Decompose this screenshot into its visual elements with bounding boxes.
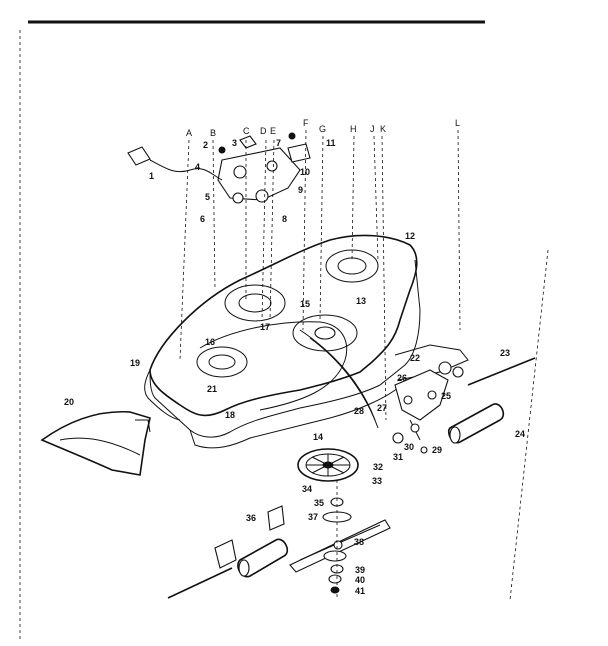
column-letter: K	[380, 124, 386, 134]
right-lift-bracket	[392, 361, 464, 454]
column-letter: D	[260, 126, 267, 136]
column-letter: G	[319, 124, 326, 134]
callout-2: 2	[203, 140, 208, 150]
column-letter: F	[303, 118, 309, 128]
callout-10: 10	[300, 167, 310, 177]
callout-29: 29	[432, 445, 442, 455]
column-letter: C	[243, 126, 250, 136]
column-letter: B	[210, 128, 216, 138]
callout-5: 5	[205, 192, 210, 202]
callout-32: 32	[373, 462, 383, 472]
callout-15: 15	[300, 299, 310, 309]
callout-28: 28	[354, 406, 364, 416]
column-letter: J	[370, 124, 375, 134]
bracket-36	[267, 505, 285, 531]
callout-7: 7	[276, 138, 281, 148]
callout-3: 3	[232, 138, 237, 148]
callout-30: 30	[404, 442, 414, 452]
callout-40: 40	[355, 575, 365, 585]
column-letter: E	[270, 126, 276, 136]
callout-21: 21	[207, 384, 217, 394]
callout-41: 41	[355, 586, 365, 596]
callout-24: 24	[515, 429, 525, 439]
column-letter: L	[455, 118, 460, 128]
idler-bracket-assembly	[217, 132, 311, 204]
callout-12: 12	[405, 231, 415, 241]
callout-39: 39	[355, 565, 365, 575]
cable-connector	[127, 146, 223, 181]
callout-20: 20	[64, 397, 74, 407]
right-shaft-roller	[447, 357, 536, 444]
callout-19: 19	[130, 358, 140, 368]
callout-25: 25	[441, 391, 451, 401]
deck-housing	[144, 234, 469, 449]
callout-17: 17	[260, 322, 270, 332]
column-letter: A	[186, 128, 192, 138]
column-leaders	[179, 129, 549, 601]
callout-31: 31	[393, 452, 403, 462]
callout-16: 16	[205, 337, 215, 347]
callout-9: 9	[298, 185, 303, 195]
callout-36: 36	[246, 513, 256, 523]
callout-1: 1	[149, 171, 154, 181]
callout-8: 8	[282, 214, 287, 224]
mower-blade	[289, 519, 391, 573]
column-letter-labels: A B C D E F G H J K L	[186, 118, 460, 138]
callout-23: 23	[500, 348, 510, 358]
callout-labels: 1 2 3 4 5 6 7 8 9 10 11 12 13 14 15 16 1…	[64, 138, 525, 596]
column-letter: H	[350, 124, 357, 134]
callout-13: 13	[356, 296, 366, 306]
callout-35: 35	[314, 498, 324, 508]
pulley	[297, 448, 359, 482]
callout-33: 33	[372, 476, 382, 486]
callout-38: 38	[354, 537, 364, 547]
callout-26: 26	[397, 373, 407, 383]
callout-27: 27	[377, 403, 387, 413]
deflector-shield	[40, 410, 151, 476]
callout-11: 11	[326, 138, 336, 148]
callout-6: 6	[200, 214, 205, 224]
callout-4: 4	[195, 162, 200, 172]
callout-37: 37	[308, 512, 318, 522]
callout-34: 34	[302, 484, 312, 494]
spindle-stack	[322, 480, 352, 600]
callout-14: 14	[313, 432, 323, 442]
left-shaft-roller	[167, 538, 289, 599]
callout-18: 18	[225, 410, 235, 420]
callout-22: 22	[410, 353, 420, 363]
